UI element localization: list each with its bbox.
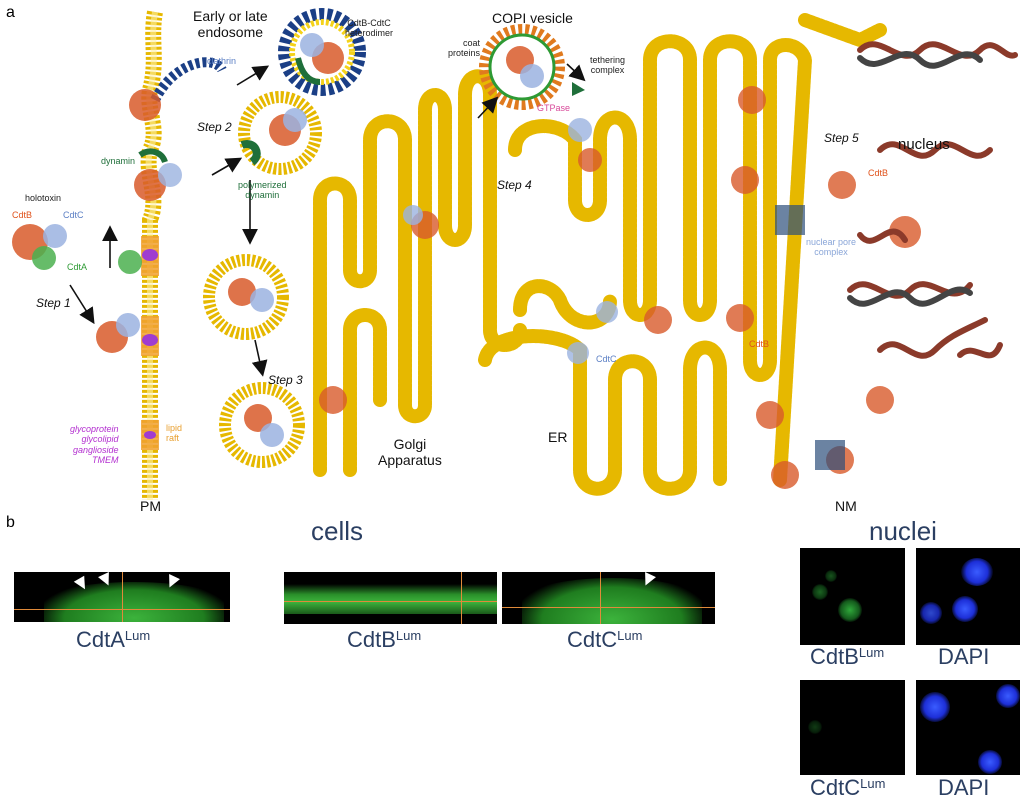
dapi-nuclei-image-1	[916, 548, 1020, 645]
clathrin-label: clathrin	[207, 56, 237, 66]
lipid-raft-label: lipid raft	[166, 423, 183, 444]
cdtb-cell-image	[284, 572, 497, 624]
dapi-label-2: DAPI	[938, 775, 990, 800]
cdta-cell-image	[14, 572, 230, 622]
lipid-raft-patches	[141, 236, 159, 450]
receptor-list-label: glycoprotein glycolipid ganglioside TMEM	[70, 424, 119, 466]
endocytic-vesicle-low	[219, 382, 305, 468]
er-label: ER	[548, 429, 568, 445]
er-cdtb-label: CdtB	[749, 339, 770, 349]
nuclear-pore-complex-label: nuclear pore complex	[806, 237, 857, 258]
nm-label: NM	[835, 498, 857, 514]
cells-title: cells	[311, 516, 364, 546]
holotoxin-cdta-label: CdtA	[67, 262, 88, 272]
golgi-cdtc	[403, 205, 423, 225]
cdtc-nuclei-label: CdtCLum	[810, 775, 886, 800]
golgi-cdtb-2	[319, 386, 347, 414]
nuclear-pores	[775, 205, 845, 470]
cdtb-nuclei-image	[800, 548, 905, 645]
endocytic-vesicle-mid	[203, 254, 289, 340]
toxin-trafficking-diagram	[12, 8, 1018, 500]
heterodimer-label: CdtB-CdtC heterodimer	[345, 18, 394, 39]
nucleus-cdtb-label: CdtB	[868, 168, 889, 178]
holotoxin-complex	[12, 224, 142, 353]
polymerized-dynamin-label: polymerized dynamin	[238, 180, 287, 201]
panel-a-letter: a	[6, 4, 15, 21]
nuclei-title: nuclei	[869, 516, 937, 546]
pm-label: PM	[140, 498, 161, 514]
endosome-label: Early or late endosome	[193, 8, 268, 41]
golgi-apparatus	[313, 69, 527, 477]
holotoxin-cdtb-label: CdtB	[12, 210, 33, 220]
step4-label: Step 4	[497, 178, 532, 192]
nucleus-label: nucleus	[898, 136, 950, 153]
tethering-complex-label: tethering complex	[590, 55, 626, 76]
dynamin-label: dynamin	[101, 156, 136, 166]
dna-helices	[847, 41, 1018, 359]
copi-vesicle-label: COPI vesicle	[492, 10, 573, 26]
step2-vesicle	[238, 91, 322, 175]
holotoxin-cdtc-label: CdtC	[63, 210, 84, 220]
step1-label: Step 1	[36, 296, 71, 310]
holotoxin-label: holotoxin	[25, 193, 62, 203]
coat-proteins-label: coat proteins	[448, 38, 481, 59]
step3-label: Step 3	[268, 373, 303, 387]
cdta-cell-label: CdtALum	[76, 627, 151, 652]
dapi-nuclei-image-2	[916, 680, 1020, 775]
cdtc-cell-label: CdtCLum	[567, 627, 643, 652]
clathrin-pit	[129, 57, 227, 201]
er-cdtc-label: CdtC	[596, 354, 617, 364]
step5-label: Step 5	[824, 131, 859, 145]
step2-label: Step 2	[197, 120, 232, 134]
cdtb-nuclei-label: CdtBLum	[810, 644, 885, 669]
copi-vesicle	[479, 24, 585, 110]
dapi-label-1: DAPI	[938, 644, 990, 669]
panel-b-letter: b	[6, 514, 15, 531]
endosome	[278, 8, 366, 96]
cdtc-cell-image	[502, 572, 715, 624]
cdtb-cell-label: CdtBLum	[347, 627, 422, 652]
cdtc-nuclei-image	[800, 680, 905, 775]
golgi-label: Golgi Apparatus	[378, 436, 442, 469]
gtpase-label: GTPase	[537, 103, 571, 113]
pathway-arrows	[69, 63, 586, 377]
